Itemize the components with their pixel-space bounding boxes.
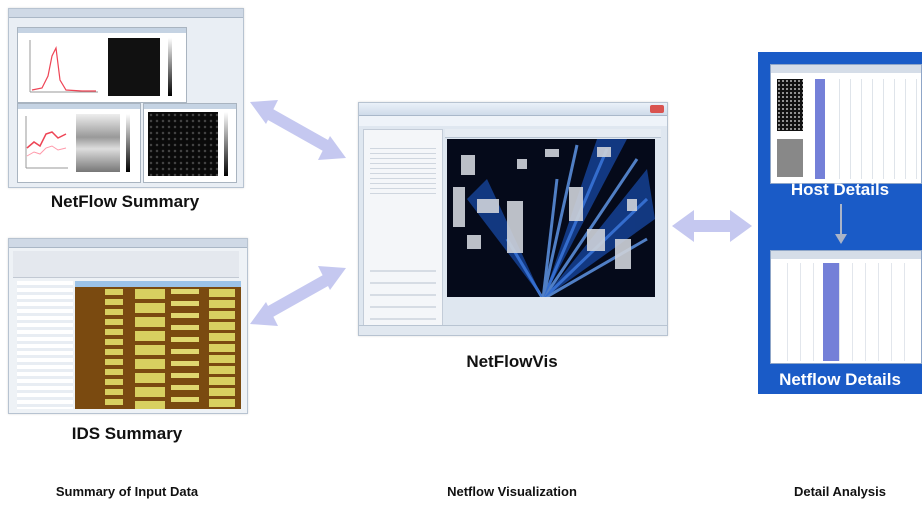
ids-host-column — [17, 281, 73, 409]
ids-alert-grid — [75, 281, 241, 409]
host-table — [829, 79, 917, 179]
netflow-summary-screenshot — [8, 8, 244, 188]
flow-fan-visualization — [453, 139, 655, 297]
detail-analysis-panel: Host Details Netflow Details — [758, 52, 922, 394]
caption-netflowvis: NetFlowVis — [466, 352, 558, 371]
window-tabbar — [9, 239, 247, 248]
netflow-details-screenshot — [770, 250, 922, 364]
double-arrow-detail-analysis-icon — [672, 210, 752, 242]
window-close-button[interactable] — [650, 105, 664, 113]
section-label-left: Summary of Input Data — [55, 484, 199, 499]
section-label-middle: Netflow Visualization — [447, 484, 577, 499]
netflowvis-screenshot — [358, 102, 668, 336]
view-tabbar — [445, 129, 661, 138]
host-gray-thumbnail — [777, 139, 803, 177]
down-arrow-icon — [835, 204, 847, 244]
caption-netflow-summary: NetFlow Summary — [50, 192, 200, 211]
window-tabbar — [9, 9, 243, 18]
host-selected-column — [815, 79, 825, 179]
double-arrow-netflow-summary-icon — [250, 100, 346, 160]
ids-toolbar — [13, 251, 239, 278]
window-titlebar — [359, 103, 667, 116]
colorbar — [126, 114, 130, 172]
double-arrow-ids-summary-icon — [250, 266, 346, 326]
netflow-table — [775, 263, 917, 361]
status-bar — [359, 325, 667, 335]
scatter-thumbnail — [148, 112, 218, 176]
section-label-right: Detail Analysis — [793, 484, 886, 499]
ids-summary-screenshot — [8, 238, 248, 414]
host-scatter-thumbnail — [777, 79, 803, 131]
colorbar — [168, 38, 172, 96]
netflow-visualization-canvas — [447, 139, 655, 297]
control-side-panel — [363, 129, 443, 331]
line-chart-thumbnail — [29, 40, 98, 93]
host-details-screenshot — [770, 64, 922, 184]
area-chart-thumbnail — [25, 116, 68, 169]
line-chart-panel — [17, 27, 187, 103]
gray-image-thumbnail — [76, 114, 120, 172]
caption-host-details: Host Details — [790, 180, 890, 199]
caption-netflow-details: Netflow Details — [779, 370, 901, 389]
toolbar — [359, 116, 667, 126]
heatmap-thumbnail — [108, 38, 160, 96]
caption-ids-summary: IDS Summary — [71, 424, 183, 443]
colorbar — [224, 112, 228, 176]
scatter-panel — [143, 103, 237, 183]
netflow-selected-column — [823, 263, 839, 361]
time-chart-panel — [17, 103, 141, 183]
